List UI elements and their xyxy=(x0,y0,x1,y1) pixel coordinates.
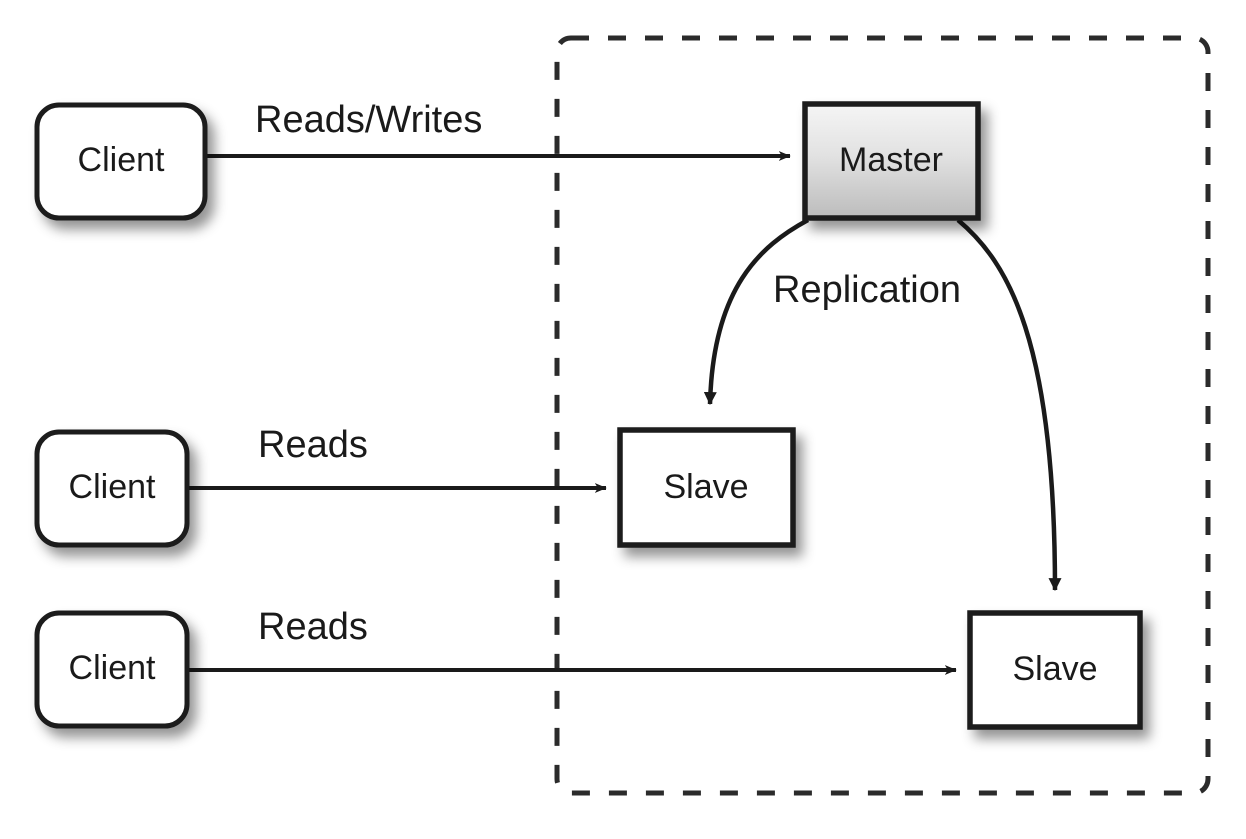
edge-label-reads-bottom: Reads xyxy=(258,606,368,648)
edge-master-to-slave-middle-replication xyxy=(703,218,810,406)
edge-label-reads-writes: Reads/Writes xyxy=(255,99,482,141)
client-box[interactable] xyxy=(34,429,190,548)
client-label: Client xyxy=(69,468,156,506)
edge-master-to-slave-bottom-replication xyxy=(956,218,1062,592)
client-box[interactable] xyxy=(34,102,208,221)
slave-box[interactable] xyxy=(967,610,1143,730)
node-slave-middle[interactable]: Slave xyxy=(617,427,796,548)
client-box[interactable] xyxy=(34,610,190,729)
client-label: Client xyxy=(69,649,156,687)
edge-label-replication: Replication xyxy=(773,269,961,311)
slave-box[interactable] xyxy=(617,427,796,548)
node-client-3[interactable]: Client xyxy=(34,610,190,729)
node-client-1[interactable]: Client xyxy=(34,102,208,221)
node-client-2[interactable]: Client xyxy=(34,429,190,548)
node-master[interactable]: Master xyxy=(802,101,981,221)
node-slave-bottom[interactable]: Slave xyxy=(967,610,1143,730)
slave-label: Slave xyxy=(1012,650,1097,688)
master-label: Master xyxy=(839,141,943,179)
edge-label-reads-middle: Reads xyxy=(258,424,368,466)
master-box[interactable] xyxy=(802,101,981,221)
client-label: Client xyxy=(78,141,165,179)
slave-label: Slave xyxy=(663,468,748,506)
database-cluster-boundary xyxy=(554,35,1211,796)
